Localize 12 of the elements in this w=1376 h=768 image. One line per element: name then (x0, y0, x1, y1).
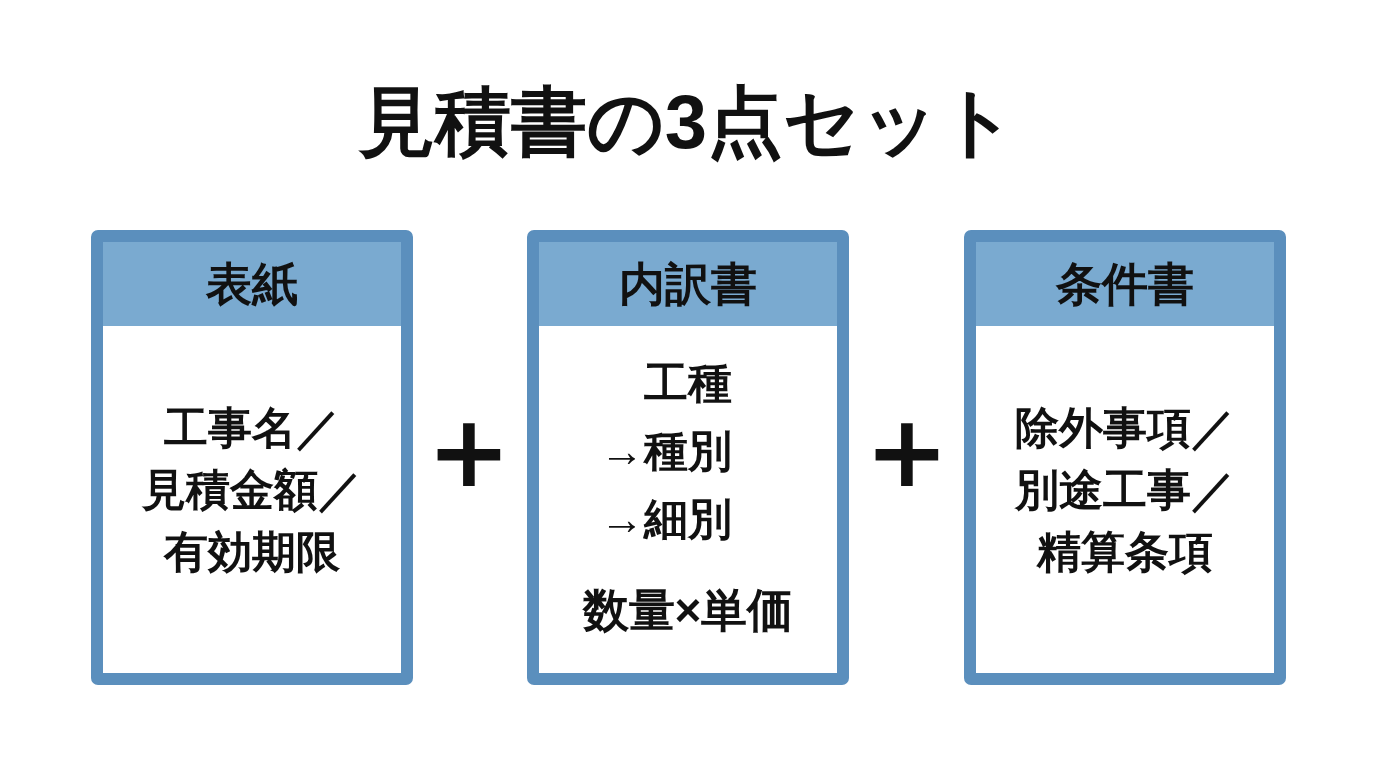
document-card (527, 230, 849, 685)
card-body-text: 数量×単価 (581, 585, 795, 635)
card-body-text: 除外事項／別途工事／精算条項 (1013, 402, 1236, 578)
card-body-text: 工種→種別→細別 (600, 357, 732, 545)
plus-sign: + (864, 402, 950, 502)
document-card (964, 230, 1286, 685)
plus-sign: + (426, 402, 512, 502)
card-heading: 条件書 (1056, 261, 1194, 307)
card-body-text: 工事名／見積金額／有効期限 (141, 402, 363, 578)
document-card (91, 230, 413, 685)
card-heading: 表紙 (206, 261, 298, 307)
card-heading: 内訳書 (619, 261, 757, 307)
